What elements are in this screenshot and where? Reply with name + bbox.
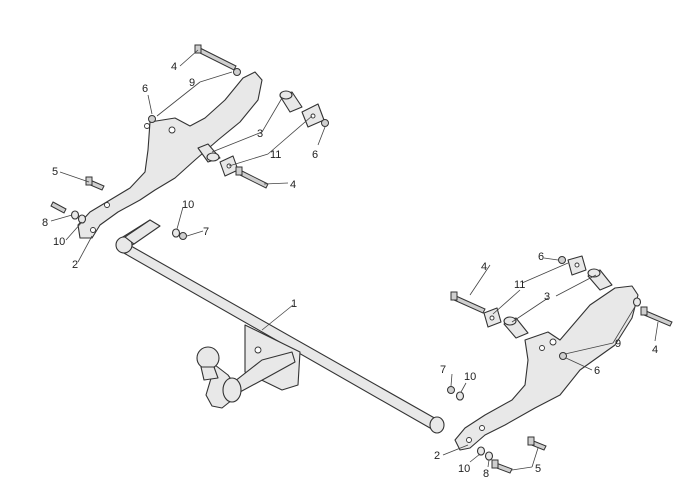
callout-9-right: 9 bbox=[615, 338, 621, 350]
callout-6-left-plate: 6 bbox=[312, 149, 318, 161]
callout-4-left-lower: 4 bbox=[290, 179, 296, 191]
callout-labels: 4 9 6 3 11 6 4 5 8 10 2 10 7 1 4 11 3 6 … bbox=[42, 61, 658, 480]
callout-11-left: 11 bbox=[270, 149, 281, 161]
left-spacer-tube bbox=[197, 90, 303, 163]
right-fasteners bbox=[447, 256, 642, 461]
callout-10-left-center: 10 bbox=[182, 199, 194, 211]
callout-7-right: 7 bbox=[440, 364, 446, 376]
callout-7-left: 7 bbox=[203, 226, 209, 238]
callout-10-right-center: 10 bbox=[464, 371, 476, 383]
left-bracket bbox=[77, 71, 263, 239]
callout-3-right: 3 bbox=[544, 291, 550, 303]
callout-4-right-top: 4 bbox=[481, 261, 487, 273]
callout-2-left: 2 bbox=[72, 259, 78, 271]
right-plates bbox=[483, 255, 587, 328]
callout-5-right: 5 bbox=[535, 463, 541, 475]
callout-2-right: 2 bbox=[434, 450, 440, 462]
callout-4-top-left: 4 bbox=[171, 61, 177, 73]
callout-8-right: 8 bbox=[483, 468, 489, 480]
right-bolts bbox=[450, 291, 673, 474]
callout-6-left: 6 bbox=[142, 83, 148, 95]
right-bracket bbox=[454, 285, 639, 451]
callout-1-crossbar: 1 bbox=[291, 298, 297, 310]
tow-ball-assembly bbox=[196, 324, 301, 409]
left-plates bbox=[219, 103, 325, 177]
callout-3-left: 3 bbox=[257, 128, 263, 140]
callout-6-right-top: 6 bbox=[538, 251, 544, 263]
callout-8-left: 8 bbox=[42, 217, 48, 229]
leader-lines bbox=[50, 49, 659, 471]
callout-6-right: 6 bbox=[594, 365, 600, 377]
callout-11-right: 11 bbox=[514, 279, 525, 291]
callout-9-left: 9 bbox=[189, 77, 195, 89]
callout-4-right: 4 bbox=[652, 344, 658, 356]
left-fasteners bbox=[70, 68, 329, 240]
callout-5-left: 5 bbox=[52, 166, 58, 178]
crossbar bbox=[115, 219, 445, 434]
right-spacer-tubes bbox=[503, 268, 613, 339]
callout-10-left: 10 bbox=[53, 236, 65, 248]
callout-10-right: 10 bbox=[458, 463, 470, 475]
